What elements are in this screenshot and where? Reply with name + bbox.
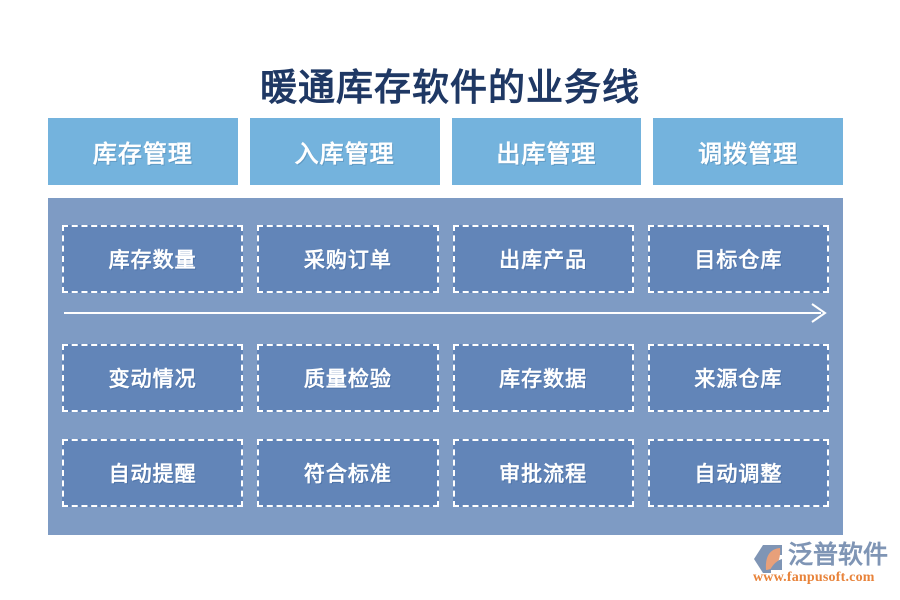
page-title: 暖通库存软件的业务线 <box>260 68 640 109</box>
grid-cell-label: 自动提醒 <box>108 462 197 486</box>
grid-cell-label: 符合标准 <box>303 462 392 486</box>
tab-label: 库存管理 <box>92 142 193 168</box>
tab-label: 调拨管理 <box>698 142 799 168</box>
grid-cell-outbound-product[interactable]: 出库产品 <box>452 225 634 293</box>
business-line-panel: 库存数量 采购订单 出库产品 目标仓库 变动情况 质 <box>48 198 843 535</box>
tab-outbound-management[interactable]: 出库管理 <box>451 118 642 185</box>
grid-cell-source-warehouse[interactable]: 来源仓库 <box>647 344 829 412</box>
tab-inventory-management[interactable]: 库存管理 <box>48 118 238 185</box>
tab-inbound-management[interactable]: 入库管理 <box>249 118 440 185</box>
grid-cell-inventory-data[interactable]: 库存数据 <box>452 344 634 412</box>
grid-cell-label: 审批流程 <box>499 462 588 486</box>
grid-cell-meets-standard[interactable]: 符合标准 <box>257 439 439 507</box>
grid-cell-approval-process[interactable]: 审批流程 <box>452 439 634 507</box>
fanpu-hexagon-icon <box>752 543 786 575</box>
right-arrow-icon <box>64 303 827 323</box>
flow-arrow <box>64 302 829 324</box>
grid-cell-auto-reminder[interactable]: 自动提醒 <box>62 439 244 507</box>
logo-company-name: 泛普软件 <box>788 541 889 569</box>
tab-transfer-management[interactable]: 调拨管理 <box>653 118 843 185</box>
grid-cell-purchase-order[interactable]: 采购订单 <box>257 225 439 293</box>
grid-cell-label: 出库产品 <box>499 248 588 272</box>
brand-logo: 泛普软件 www.fanpusoft.com <box>752 540 892 590</box>
tab-label: 入库管理 <box>294 142 395 168</box>
grid-cell-label: 自动调整 <box>694 462 783 486</box>
grid-row: 变动情况 质量检验 库存数据 来源仓库 <box>62 344 829 412</box>
grid-cell-label: 质量检验 <box>303 367 392 391</box>
grid-cell-label: 来源仓库 <box>694 367 783 391</box>
logo-website-url: www.fanpusoft.com <box>753 570 875 585</box>
grid-cell-label: 采购订单 <box>303 248 392 272</box>
grid-cell-label: 库存数据 <box>499 367 588 391</box>
grid-cell-quality-inspection[interactable]: 质量检验 <box>257 344 439 412</box>
grid-cell-target-warehouse[interactable]: 目标仓库 <box>647 225 829 293</box>
grid-cell-label: 变动情况 <box>108 367 197 391</box>
tab-label: 出库管理 <box>496 142 597 168</box>
grid-cell-label: 库存数量 <box>108 248 197 272</box>
grid-cell-change-status[interactable]: 变动情况 <box>62 344 244 412</box>
business-line-tab-row: 库存管理 入库管理 出库管理 调拨管理 <box>48 118 843 185</box>
grid-cell-label: 目标仓库 <box>694 248 783 272</box>
grid-cell-auto-adjustment[interactable]: 自动调整 <box>647 439 829 507</box>
grid-row: 库存数量 采购订单 出库产品 目标仓库 <box>62 225 829 293</box>
grid-cell-inventory-quantity[interactable]: 库存数量 <box>62 225 244 293</box>
grid-row: 自动提醒 符合标准 审批流程 自动调整 <box>62 439 829 507</box>
